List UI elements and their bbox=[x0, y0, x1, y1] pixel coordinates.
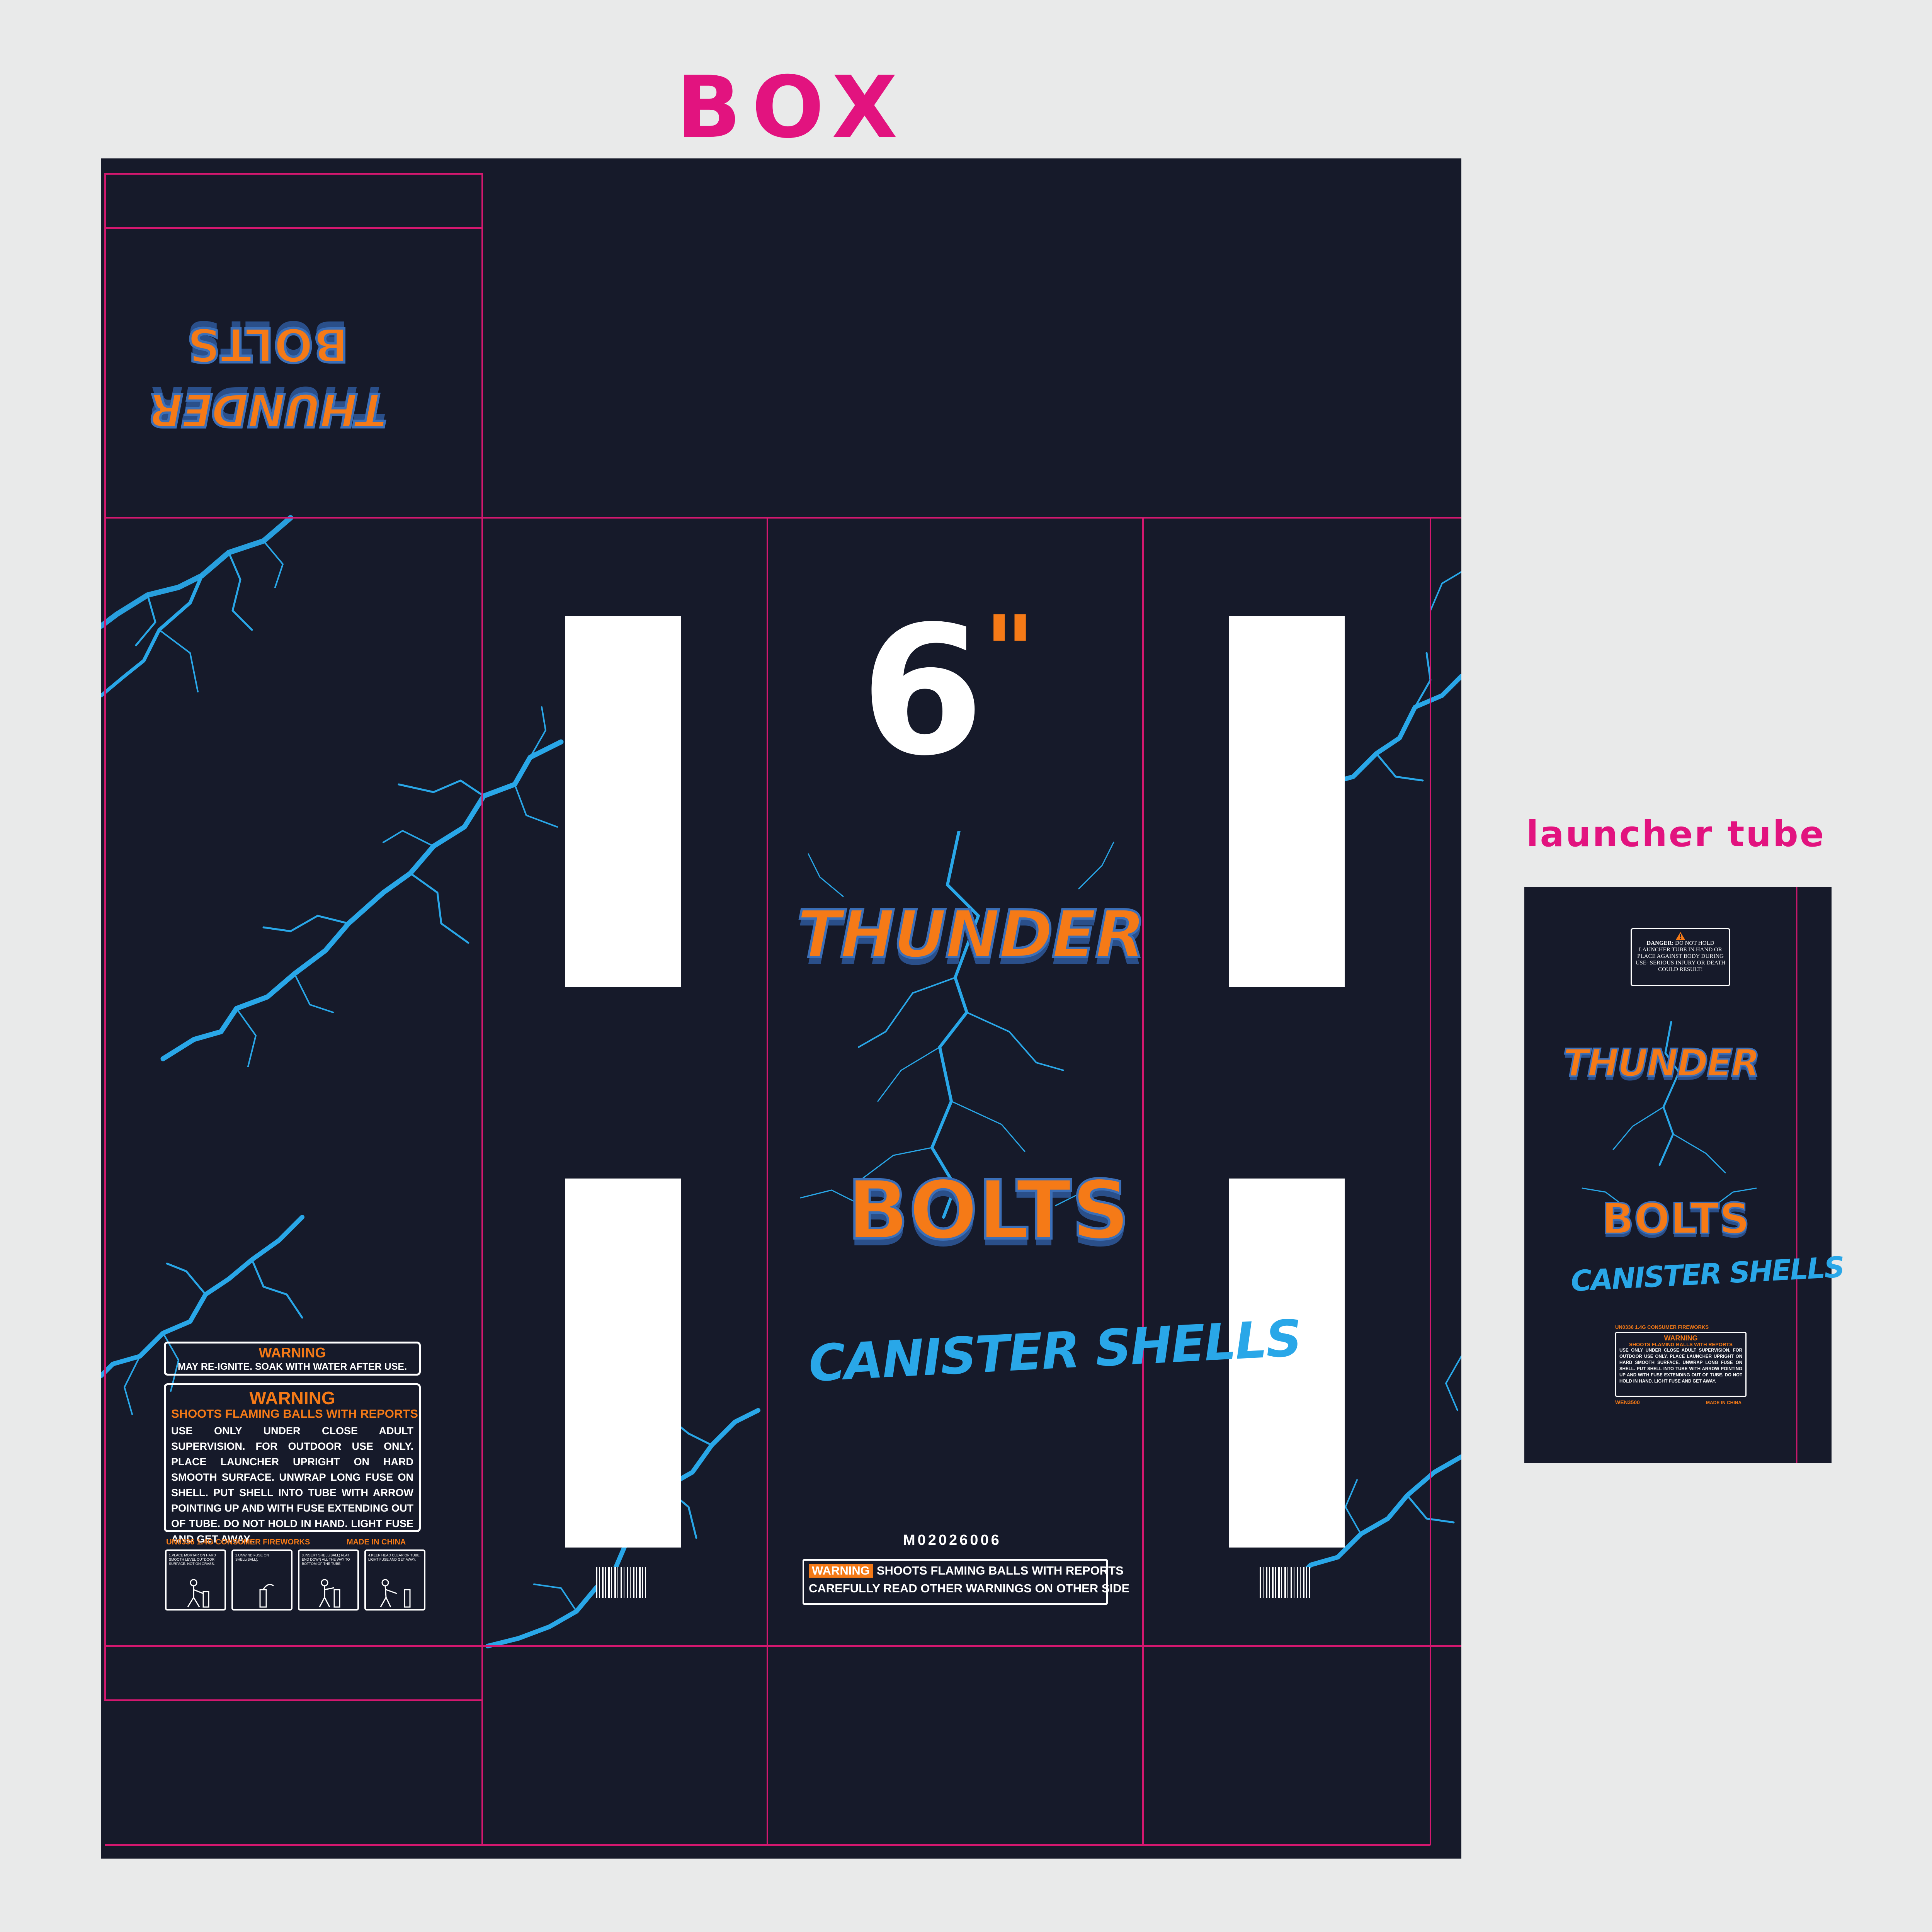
side-warning-large: WARNING SHOOTS FLAMING BALLS WITH REPORT… bbox=[164, 1383, 421, 1545]
tube-warning-box: WARNING SHOOTS FLAMING BALLS WITH REPORT… bbox=[1615, 1332, 1747, 1397]
window-left-bottom bbox=[565, 1179, 681, 1548]
front-logo-lightning bbox=[800, 831, 1118, 1219]
step-2-figure-icon bbox=[259, 1584, 274, 1608]
instruction-step-3: 3.INSERT SHELL(BALL) FLAT END DOWN ALL T… bbox=[298, 1549, 359, 1611]
tube-warning-subtitle: SHOOTS FLAMING BALLS WITH REPORTS bbox=[1629, 1342, 1733, 1347]
size-number: 6 bbox=[861, 588, 985, 795]
tube-logo-bolts: BOLTS bbox=[1601, 1193, 1750, 1244]
step-1-figure-icon bbox=[187, 1579, 209, 1608]
window-right-bottom bbox=[1229, 1179, 1345, 1548]
window-left-top bbox=[565, 616, 681, 987]
lid-logo-thunder: THUNDER bbox=[148, 382, 388, 438]
box-dielines bbox=[104, 173, 1461, 1846]
front-warning-box: WARNING SHOOTS FLAMING BALLS WITH REPORT… bbox=[803, 1559, 1130, 1605]
tube-danger-title: DANGER: bbox=[1646, 940, 1674, 946]
step-3-figure-icon bbox=[319, 1579, 340, 1608]
instruction-steps: 1.PLACE MORTAR ON HARD SMOOTH LEVEL OUTD… bbox=[165, 1549, 425, 1611]
tube-classification: UN0336 1.4G CONSUMER FIREWORKS bbox=[1615, 1324, 1709, 1330]
tube-danger-box: DANGER: DO NOT HOLD LAUNCHER TUBE IN HAN… bbox=[1631, 928, 1730, 986]
lightning-decoration bbox=[101, 515, 1461, 1648]
side-warning-large-subtitle: SHOOTS FLAMING BALLS WITH REPORTS bbox=[171, 1407, 418, 1420]
tube-dieline-and-lightning bbox=[1582, 887, 1798, 1463]
front-warning-line1: SHOOTS FLAMING BALLS WITH REPORTS bbox=[876, 1564, 1124, 1577]
side-warning-small: WARNING MAY RE-IGNITE. SOAK WITH WATER A… bbox=[164, 1342, 421, 1376]
instruction-step-4: 4.KEEP HEAD CLEAR OF TUBE. LIGHT FUSE AN… bbox=[364, 1549, 425, 1611]
tube-code: WEN3500 bbox=[1615, 1399, 1640, 1405]
step-4-figure-icon bbox=[380, 1579, 411, 1608]
size-inch-mark: " bbox=[984, 595, 1035, 709]
item-code: M02026006 bbox=[903, 1532, 1002, 1548]
tube-warning-title: WARNING bbox=[1664, 1334, 1698, 1342]
tube-warning-text: USE ONLY UNDER CLOSE ADULT SUPERVISION. … bbox=[1619, 1348, 1742, 1384]
instruction-step-2: 2.UNWIND FUSE ON SHELL(BALL). bbox=[231, 1549, 293, 1611]
side-warning-small-text: MAY RE-IGNITE. SOAK WITH WATER AFTER USE… bbox=[177, 1361, 407, 1372]
size-label: 6" bbox=[861, 588, 1035, 795]
tube-danger-text: DO NOT HOLD LAUNCHER TUBE IN HAND OR PLA… bbox=[1635, 940, 1726, 973]
window-right-top bbox=[1229, 616, 1345, 987]
front-logo-bolts: BOLTS bbox=[846, 1162, 1131, 1259]
side-classification: UN0336 1.4G CONSUMER FIREWORKS bbox=[166, 1538, 310, 1546]
size-numeral: 6" bbox=[861, 603, 1035, 781]
warning-triangle-icon bbox=[1676, 932, 1685, 940]
barcode-left bbox=[596, 1567, 646, 1598]
box-dieline-artboard: THUNDER BOLTS 6" THUNDER BOLTS CANISTER … bbox=[101, 158, 1461, 1859]
tube-heading: launcher tube bbox=[1526, 813, 1826, 855]
side-warning-large-text: USE ONLY UNDER CLOSE ADULT SUPERVISION. … bbox=[171, 1425, 413, 1545]
instruction-step-1: 1.PLACE MORTAR ON HARD SMOOTH LEVEL OUTD… bbox=[165, 1549, 226, 1611]
lid-logo-bolts: BOLTS bbox=[186, 316, 350, 372]
tube-origin: MADE IN CHINA bbox=[1706, 1400, 1742, 1405]
side-warning-large-title: WARNING bbox=[249, 1388, 335, 1408]
side-warning-small-title: WARNING bbox=[259, 1345, 326, 1361]
lid-logo: THUNDER BOLTS bbox=[148, 278, 395, 452]
front-warning-line2: CAREFULLY READ OTHER WARNINGS ON OTHER S… bbox=[809, 1582, 1130, 1595]
barcode-right bbox=[1260, 1567, 1310, 1598]
front-logo-thunder: THUNDER bbox=[796, 895, 1147, 974]
box-dielines-and-lightning bbox=[101, 173, 1461, 1846]
tube-logo-thunder: THUNDER bbox=[1562, 1041, 1761, 1086]
side-origin: MADE IN CHINA bbox=[347, 1538, 406, 1546]
box-heading: BOX bbox=[676, 58, 908, 157]
front-warning-tag: WARNING bbox=[809, 1564, 873, 1578]
launcher-tube-artboard: DANGER: DO NOT HOLD LAUNCHER TUBE IN HAN… bbox=[1524, 887, 1844, 1463]
